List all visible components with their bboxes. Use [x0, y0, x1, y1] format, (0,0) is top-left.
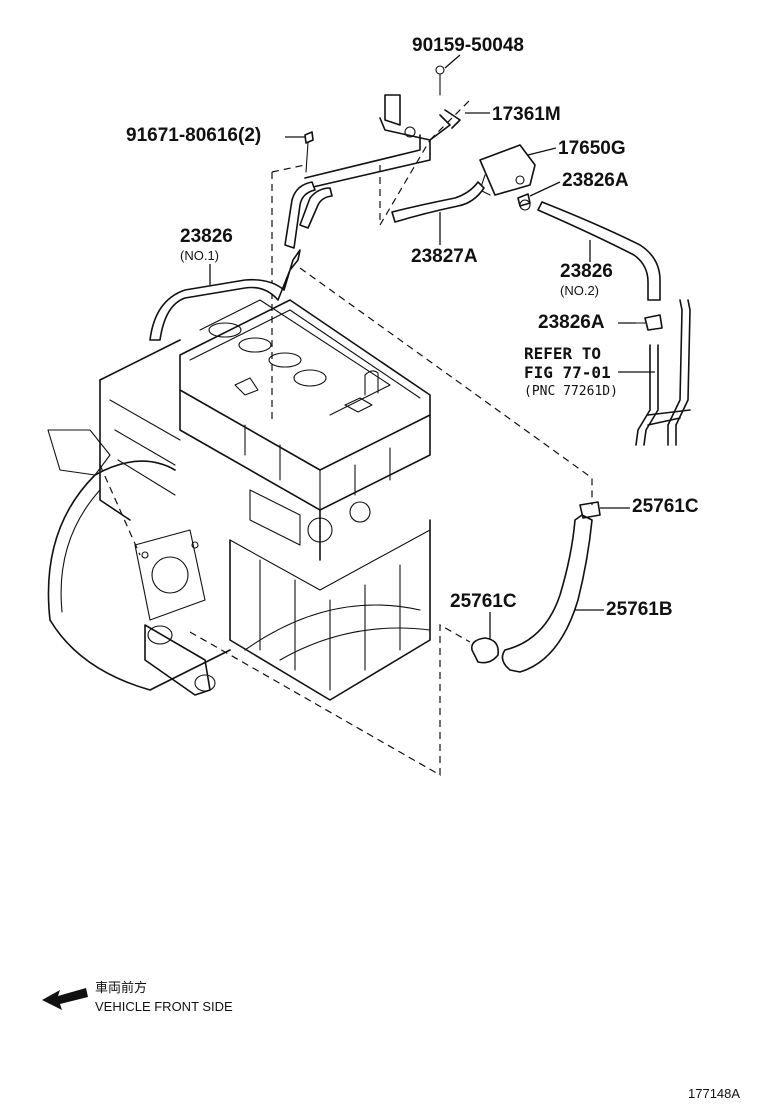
part-label-25761c-upper: 25761C — [632, 496, 699, 517]
legend-vehicle-front-side: VEHICLE FRONT SIDE — [95, 999, 233, 1014]
part-label-17361m: 17361M — [492, 104, 561, 125]
part-label-90159-50048: 90159-50048 — [412, 35, 524, 56]
part-label-23826-no1: 23826 — [180, 226, 233, 247]
part-label-23827a: 23827A — [411, 246, 478, 267]
part-label-23826-no2: 23826 — [560, 261, 613, 282]
part-label-23826a-lower: 23826A — [538, 312, 605, 333]
part-label-91671-80616: 91671-80616(2) — [126, 125, 262, 146]
refer-line-1: REFER TO — [524, 344, 602, 363]
part-sublabel-no1: (NO.1) — [180, 248, 219, 263]
dashed-association-lines — [99, 99, 593, 777]
part-label-17650g: 17650G — [558, 138, 626, 159]
engine-block-drawing — [47, 299, 431, 701]
part-sublabel-no2: (NO.2) — [560, 283, 599, 298]
refer-line-3: (PNC 77261D) — [524, 384, 618, 399]
vsv-bracket-assembly — [299, 65, 536, 211]
part-leader-lines — [209, 54, 655, 640]
hoses — [149, 131, 691, 673]
legend-japanese: 車両前方 — [95, 980, 148, 995]
part-label-25761b: 25761B — [606, 599, 673, 620]
refer-line-2: FIG 77-01 — [524, 363, 611, 382]
arrow-left-icon — [42, 988, 88, 1010]
part-label-23826a-upper: 23826A — [562, 170, 629, 191]
part-label-25761c-lower: 25761C — [450, 591, 517, 612]
figure-id: 177148A — [688, 1086, 741, 1101]
